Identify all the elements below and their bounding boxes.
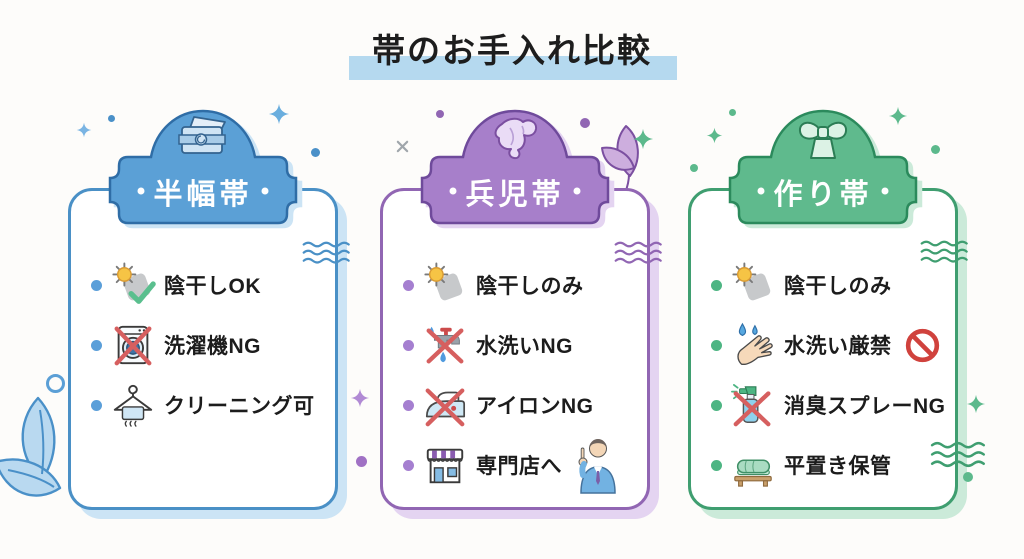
dot-decoration <box>963 472 973 482</box>
soft-cloth-icon <box>494 117 538 160</box>
list-item: 洗濯機NG <box>71 315 335 375</box>
list-item: 陰干しのみ <box>691 255 955 315</box>
bullet-dot <box>91 399 102 411</box>
bullet-dot <box>403 279 414 291</box>
wavy-lines-icon <box>302 241 350 264</box>
sparkle-icon <box>888 106 908 126</box>
sparkle-icon <box>268 103 290 125</box>
list-item: 消臭スプレーNG <box>691 375 955 435</box>
badge-plaque-shape <box>420 109 610 225</box>
specialty-store-icon <box>422 442 468 488</box>
list-item: 水洗い厳禁 <box>691 315 955 375</box>
dot-decoration <box>356 456 367 467</box>
cross-decoration-icon <box>396 140 409 153</box>
bullet-dot <box>403 339 414 351</box>
item-label: クリーニング可 <box>164 395 315 418</box>
sun-shade-dry-icon <box>422 262 468 308</box>
hand-water-drops-icon <box>730 322 776 368</box>
card-title: 兵児帯 <box>465 179 565 211</box>
list-item: 陰干しのみ <box>383 255 647 315</box>
wavy-lines-icon <box>920 240 968 263</box>
dot-decoration <box>311 148 320 157</box>
item-label: 消臭スプレーNG <box>784 395 946 418</box>
dot-decoration <box>436 110 444 118</box>
card-heko-obi: 兵児帯 陰干しのみ <box>380 109 650 510</box>
card-title: 作り帯 <box>773 179 873 211</box>
dot-decoration <box>108 115 115 122</box>
sparkle-icon <box>632 128 654 150</box>
care-item-list: 陰干しのみ 水洗い厳禁 <box>691 255 955 495</box>
list-item: 平置き保管 <box>691 435 955 495</box>
item-label: 水洗いNG <box>476 335 573 358</box>
list-item: 陰干しOK <box>71 255 335 315</box>
item-label: アイロンNG <box>476 395 594 418</box>
item-label: 専門店へ <box>476 455 562 478</box>
badge-plaque-shape <box>108 109 298 225</box>
folded-obi-icon <box>178 116 226 154</box>
dot-decoration <box>690 164 698 172</box>
wavy-lines-icon <box>930 441 986 468</box>
sparkle-icon <box>706 127 723 144</box>
card-badge: 兵児帯 <box>409 107 621 227</box>
deodorant-spray-ng-icon <box>730 382 776 428</box>
clerk-pointing-icon <box>574 435 620 495</box>
iron-ng-icon <box>422 382 468 428</box>
bullet-dot <box>403 399 414 411</box>
list-item: クリーニング可 <box>71 375 335 435</box>
leaf-decoration-blue-icon <box>0 396 62 497</box>
prohibition-icon <box>904 327 941 364</box>
washing-machine-ng-icon <box>110 322 156 368</box>
list-item: アイロンNG <box>383 375 647 435</box>
care-item-list: 陰干しOK 洗濯機NG <box>71 255 335 435</box>
dot-decoration <box>931 145 940 154</box>
card-tsukuri-obi: 作り帯 陰干しのみ <box>688 109 958 510</box>
faucet-water-ng-icon <box>422 322 468 368</box>
item-label: 水洗い厳禁 <box>784 335 892 358</box>
bullet-dot <box>711 399 722 411</box>
sparkle-icon <box>350 388 370 408</box>
ribbon-bow-icon <box>799 121 847 159</box>
badge-plaque-shape <box>728 109 918 225</box>
list-item: 専門店へ <box>383 435 647 495</box>
item-label: 陰干しのみ <box>476 275 584 298</box>
bullet-dot <box>91 339 102 351</box>
item-label: 平置き保管 <box>784 455 892 478</box>
dot-decoration <box>580 118 590 128</box>
circle-outline-decoration <box>46 374 65 393</box>
sun-shade-dry-icon <box>730 262 776 308</box>
sparkle-icon <box>966 394 986 414</box>
card-badge: 作り帯 <box>717 107 929 227</box>
sparkle-icon <box>76 122 92 138</box>
bullet-dot <box>711 279 722 291</box>
bullet-dot <box>91 279 102 291</box>
leaf-decoration-purple-icon <box>601 125 639 194</box>
card-badge: 半幅帯 <box>97 107 309 227</box>
item-label: 洗濯機NG <box>164 335 261 358</box>
sun-shade-dry-ok-icon <box>110 262 156 308</box>
bullet-dot <box>711 339 722 351</box>
bullet-dot <box>711 459 722 471</box>
item-label: 陰干しのみ <box>784 275 892 298</box>
list-item: 水洗いNG <box>383 315 647 375</box>
page-title: 帯のお手入れ比較 <box>372 32 652 69</box>
wavy-lines-icon <box>614 241 662 264</box>
bullet-dot <box>403 459 414 471</box>
care-item-list: 陰干しのみ 水洗いNG <box>383 255 647 495</box>
item-label: 陰干しOK <box>164 275 261 298</box>
flat-storage-icon <box>730 442 776 488</box>
card-title: 半幅帯 <box>153 179 253 211</box>
title-highlight-band <box>349 56 677 80</box>
card-hanhaba-obi: 半幅帯 陰干しOK <box>68 109 338 510</box>
hanger-cleaning-icon <box>110 382 156 428</box>
dot-decoration <box>729 109 736 116</box>
